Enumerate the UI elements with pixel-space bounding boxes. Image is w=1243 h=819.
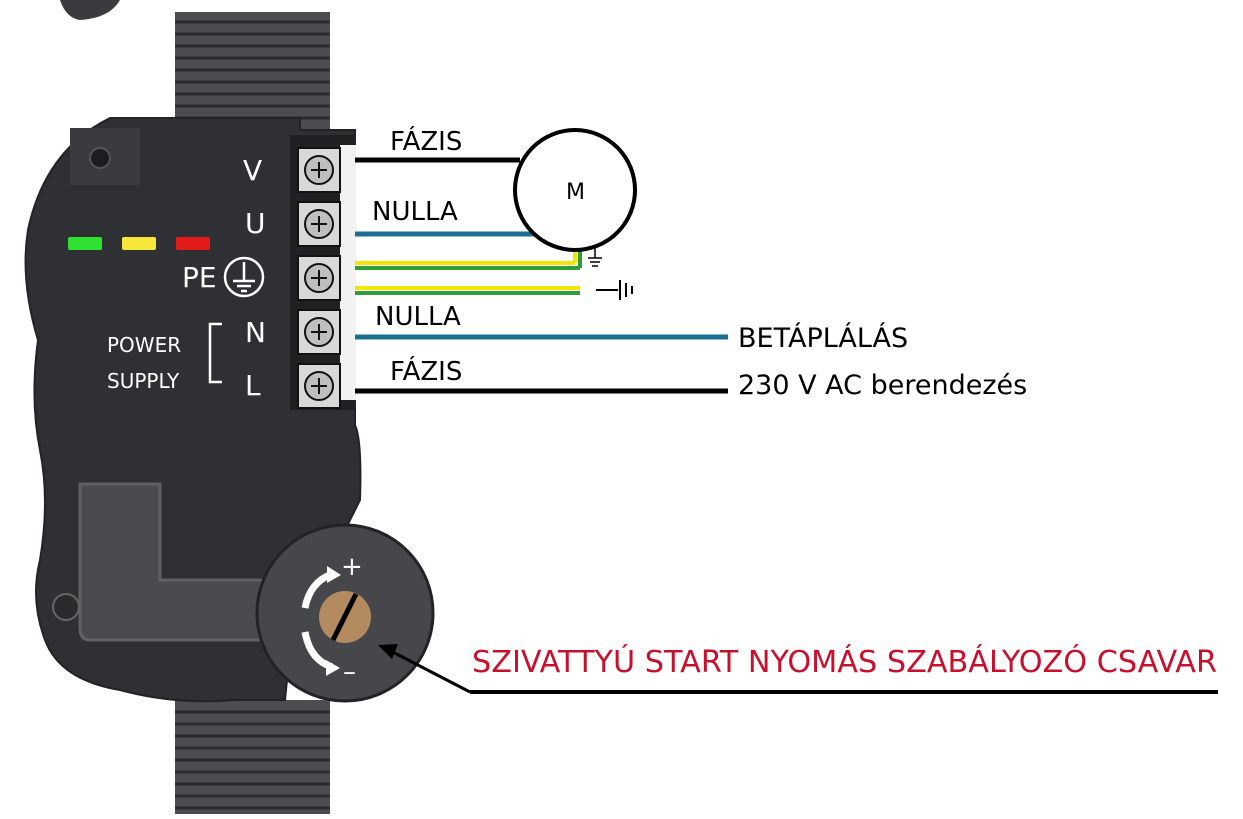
motor: M (513, 128, 637, 252)
terminal-block (290, 135, 356, 410)
terminal-label-pe: PE (182, 261, 217, 294)
callout-text: SZIVATTYÚ START NYOMÁS SZABÁLYOZÓ CSAVAR (472, 643, 1217, 680)
terminal-label-l: L (245, 369, 261, 402)
terminal-label-n: N (245, 316, 266, 349)
wire-label-l: FÁZIS (390, 355, 462, 387)
motor-ground-icon (588, 248, 602, 267)
led-green (68, 237, 102, 250)
terminal-screw-l (297, 363, 341, 409)
terminal-screw-u (297, 201, 341, 247)
terminal-label-u: U (245, 207, 266, 240)
bottom-connector (175, 700, 330, 814)
chassis-ground-icon (596, 280, 633, 300)
wire-label-v: FÁZIS (390, 125, 462, 157)
wiring (355, 157, 728, 394)
earth-symbol-icon (223, 256, 265, 298)
callout-leader (384, 646, 471, 694)
supply-label-2: 230 V AC berendezés (738, 370, 1027, 401)
terminal-screw-pe (297, 255, 341, 301)
top-connector (175, 12, 330, 132)
power-supply-bracket (208, 322, 222, 384)
terminal-screw-n (297, 309, 341, 355)
motor-symbol: M (566, 180, 585, 205)
wire-label-u: NULLA (372, 197, 458, 227)
pressure-knob (255, 523, 435, 703)
knob-minus-label: – (343, 657, 356, 687)
knob-slot (330, 592, 359, 642)
top-screw-boss (70, 128, 140, 185)
led-red (176, 237, 210, 250)
power-supply-label-1: POWER (107, 333, 181, 357)
supply-label-1: BETÁPLÁLÁS (738, 322, 908, 354)
top-left-fragment (60, 0, 120, 20)
wire-label-n: NULLA (375, 302, 461, 332)
callout-arrowhead (378, 644, 398, 659)
housing-recess (78, 482, 302, 642)
power-supply-label-2: SUPPLY (107, 369, 180, 393)
terminal-label-v: V (243, 154, 262, 187)
terminal-screw-v (297, 147, 341, 193)
knob-plus-label: + (341, 552, 363, 582)
bottom-screw-boss (52, 593, 80, 621)
led-yellow (122, 237, 156, 250)
